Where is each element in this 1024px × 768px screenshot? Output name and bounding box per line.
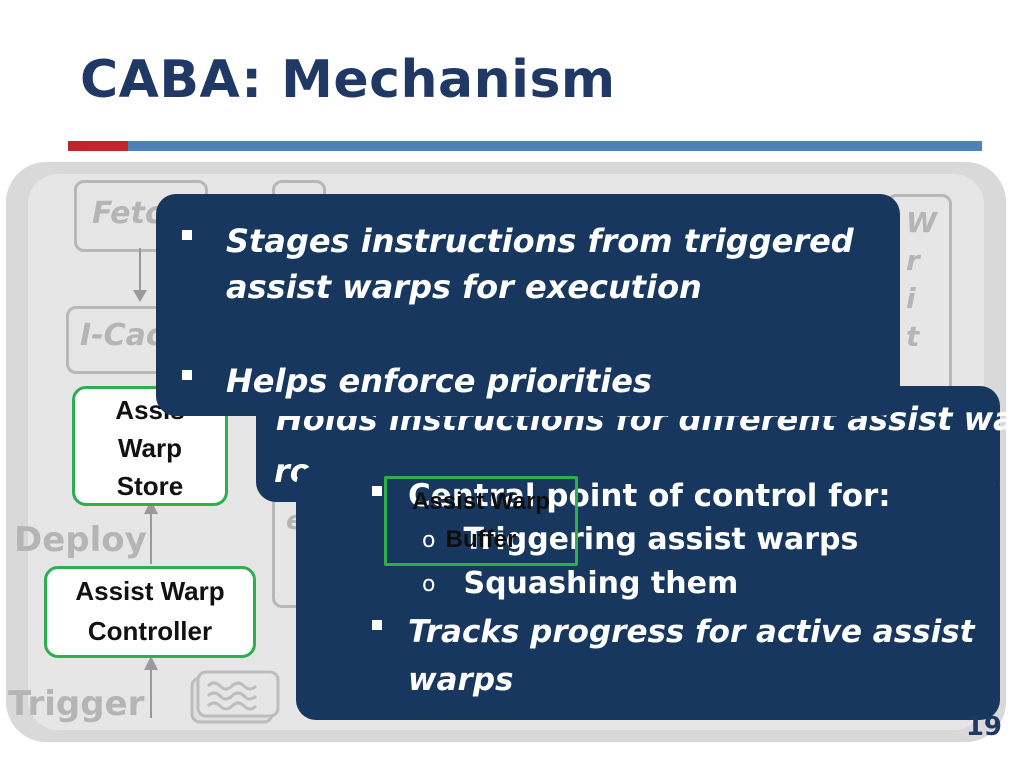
control-sub-2: o Squashing them <box>422 562 738 606</box>
trigger-arrowhead <box>144 656 158 670</box>
scoreboard-icon <box>190 668 282 726</box>
control-sub-1: o Triggering assist warps <box>422 518 858 562</box>
control-sub-2-text: Squashing them <box>463 566 739 601</box>
bullet-square-icon <box>372 620 382 630</box>
assist-warp-buffer-line2: Buffer <box>445 526 517 553</box>
fetch-to-icache-arrow <box>139 248 141 292</box>
title-rule-blue <box>128 141 982 151</box>
trigger-label: Trigger <box>8 684 145 724</box>
control-bullet-2-text: Tracks progress for active assist warps <box>408 608 975 704</box>
deploy-label: Deploy <box>14 520 147 560</box>
fetch-to-icache-arrowhead <box>133 290 147 302</box>
stages-bullet-1-text: Stages instructions from triggered assis… <box>226 218 854 310</box>
control-bullet-2-line1: Tracks progress for active assist <box>408 614 975 650</box>
control-sub-1-text: Triggering assist warps <box>463 522 859 557</box>
deploy-arrow <box>150 512 152 564</box>
bullet-square-icon <box>372 486 382 496</box>
writeback-label: W r i t <box>906 206 937 353</box>
control-bullet-1: Central point of control for: <box>372 474 891 518</box>
assist-warp-controller-line1: Assist Warp <box>75 576 225 606</box>
stages-bullet-1: Stages instructions from triggered assis… <box>182 218 854 310</box>
assist-warp-buffer-box: Assist Warp Buffer <box>384 476 578 566</box>
assist-warp-controller-box: Assist Warp Controller <box>44 566 256 658</box>
assist-warp-store-line3: Store <box>116 471 184 501</box>
page-number: 19 <box>965 712 1002 742</box>
stages-bullet-2-text: Helps enforce priorities <box>226 362 652 400</box>
control-bullet-2: Tracks progress for active assist warps <box>372 608 975 704</box>
stages-bullet-1-line2: assist warps for execution <box>226 268 702 306</box>
sub-bullet-marker: o <box>422 527 436 553</box>
page-title: CABA: Mechanism <box>80 50 616 110</box>
assist-warp-store-line2: Warp <box>117 433 183 463</box>
stages-bullet-2: Helps enforce priorities <box>182 358 652 404</box>
assist-warp-buffer-line1: Assist Warp <box>412 488 550 515</box>
icache-label: I-Cac <box>80 318 164 353</box>
bullet-square-icon <box>182 230 192 240</box>
bullet-square-icon <box>182 370 192 380</box>
callout-stages-instructions: Stages instructions from triggered assis… <box>156 194 900 416</box>
control-bullet-2-line2: warps <box>408 662 514 698</box>
trigger-arrow <box>150 668 152 718</box>
title-rule-red <box>68 141 128 151</box>
callout-central-control: Central point of control for: o Triggeri… <box>296 466 1000 720</box>
fetch-label: Fetc <box>92 196 163 231</box>
stages-bullet-1-line1: Stages instructions from triggered <box>226 222 854 260</box>
control-bullet-1-text: Central point of control for: <box>408 478 891 514</box>
sub-bullet-marker: o <box>422 571 436 597</box>
assist-warp-controller-line2: Controller <box>87 616 213 646</box>
